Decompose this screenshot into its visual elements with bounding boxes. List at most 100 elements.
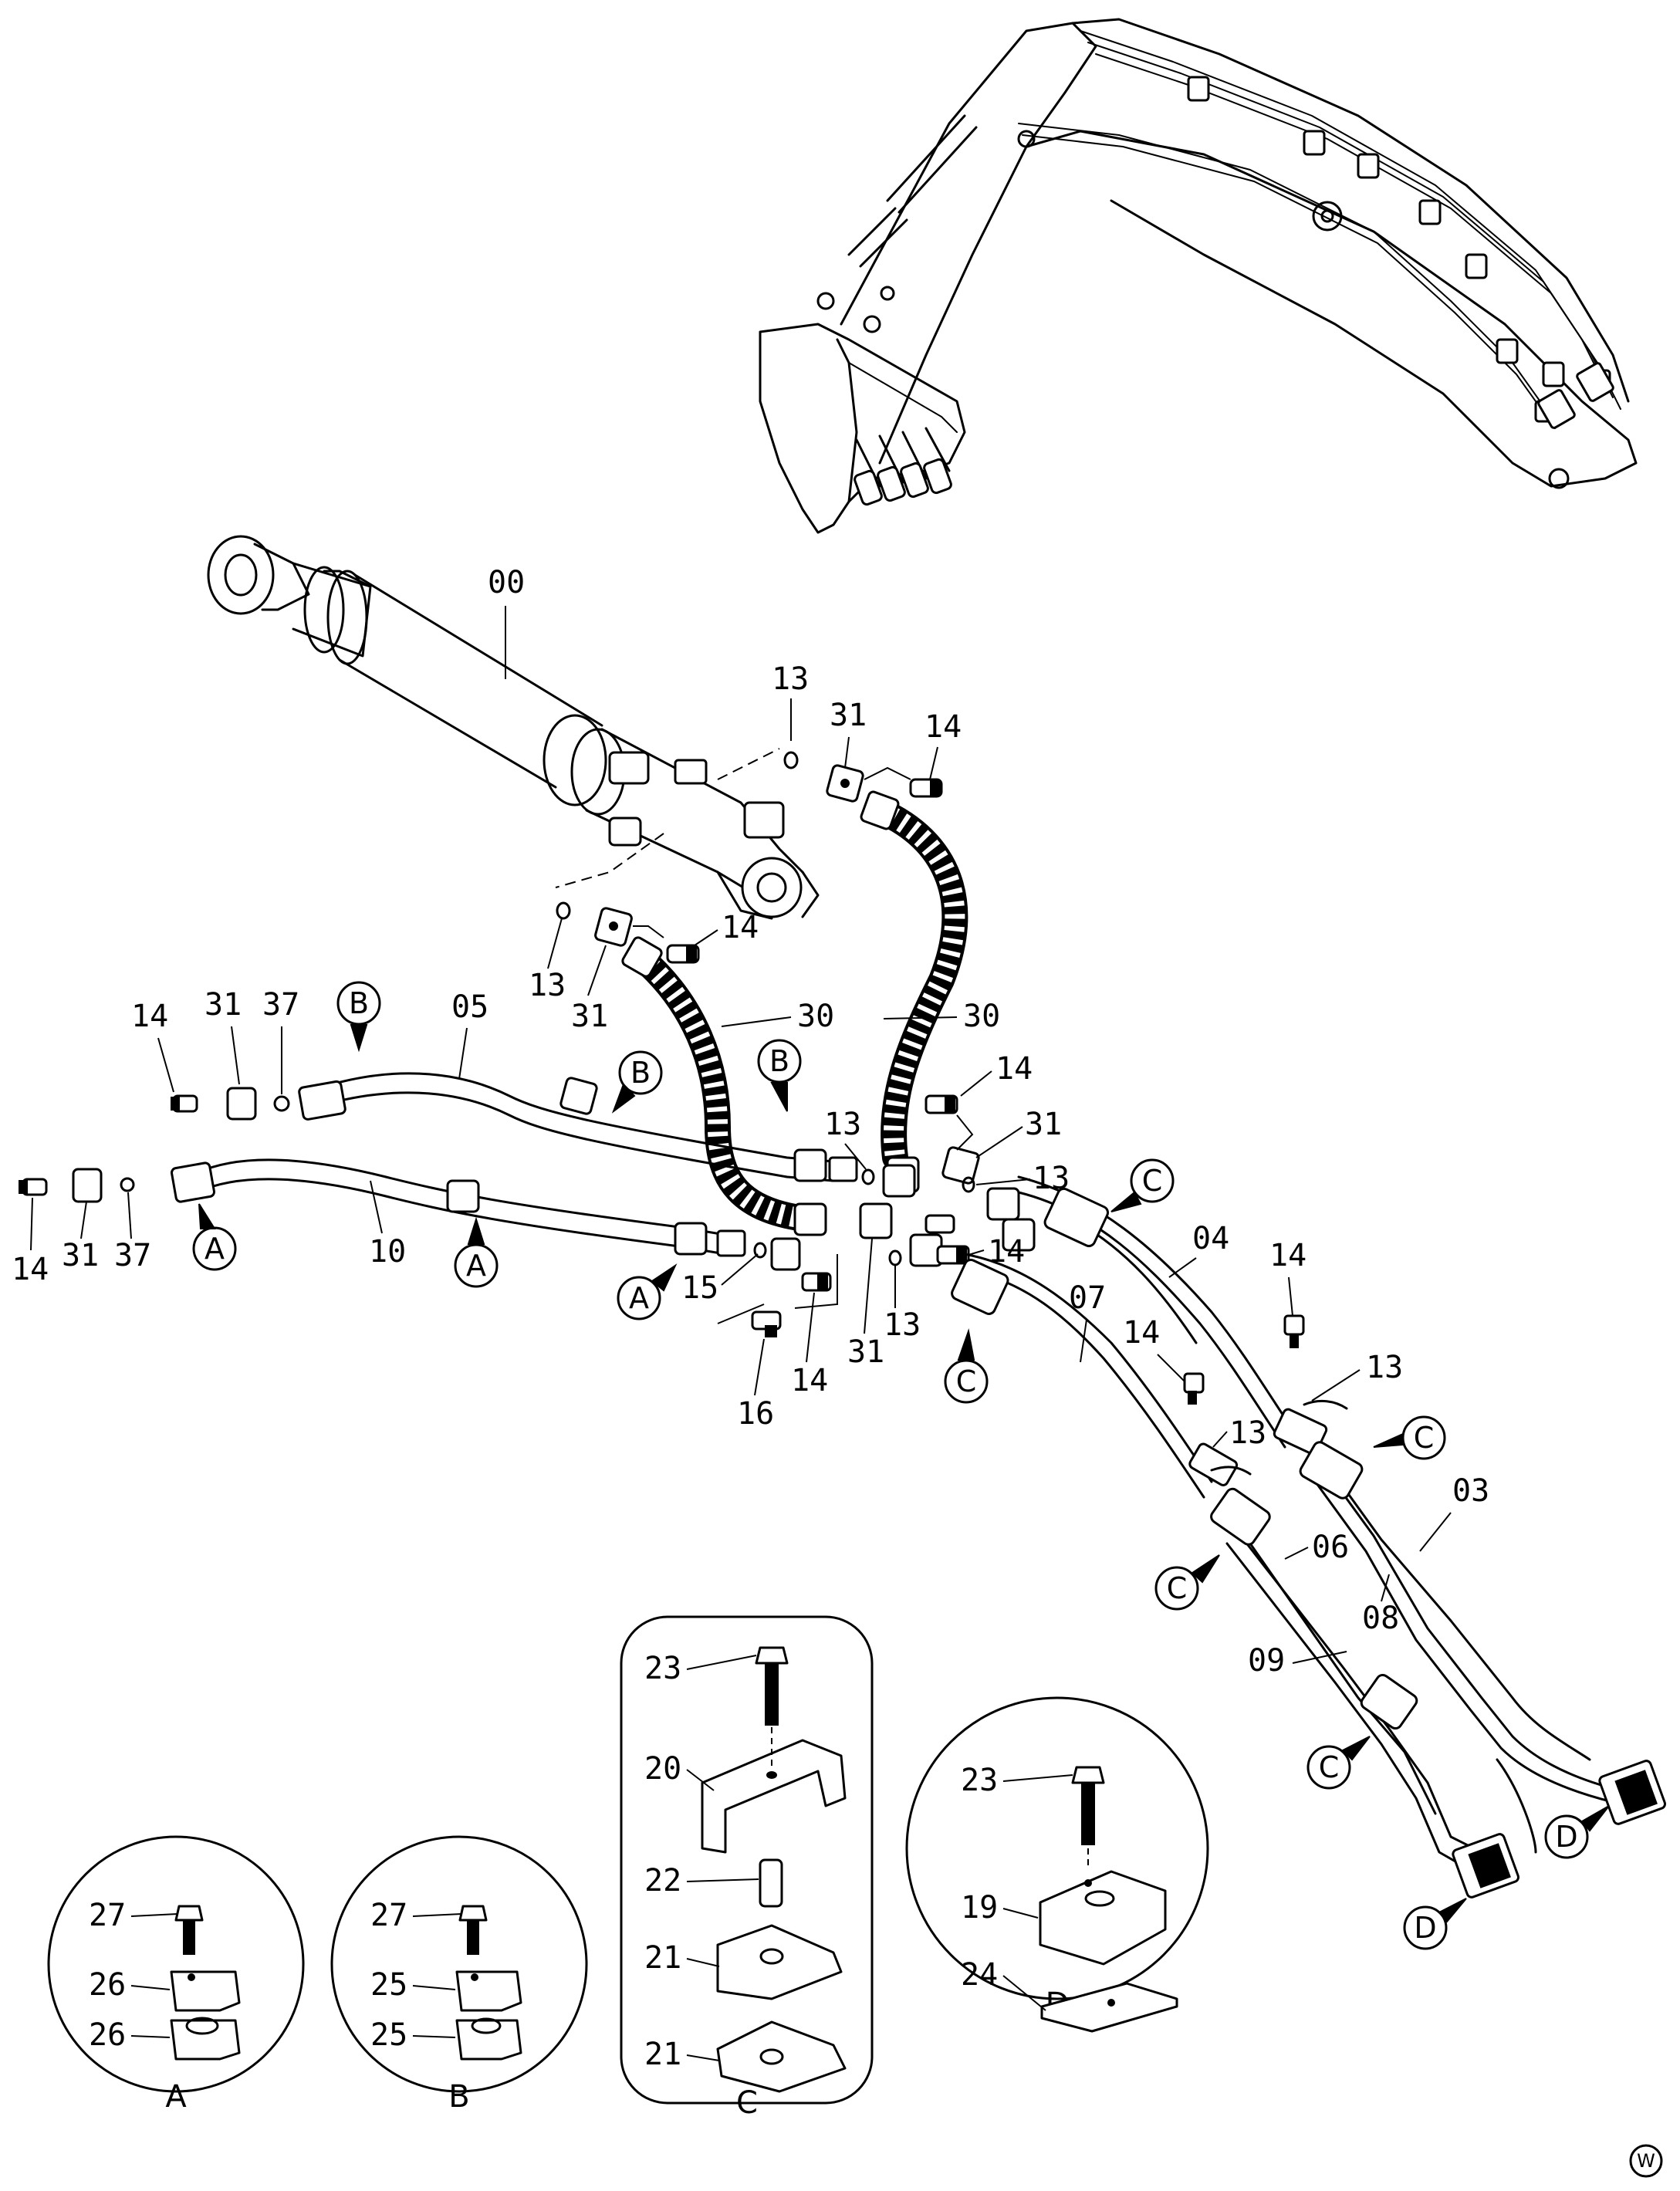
svg-text:31: 31 <box>205 987 242 1023</box>
detail-marker-a-1: A <box>192 1203 237 1271</box>
svg-text:31: 31 <box>830 698 867 733</box>
svg-text:27: 27 <box>89 1898 126 1933</box>
boom-arm-illustration <box>759 18 1638 534</box>
detail-marker-b-1: B <box>336 981 381 1053</box>
detail-marker-b-3: B <box>757 1039 802 1112</box>
svg-text:16: 16 <box>737 1396 774 1432</box>
detail-marker-c-3: C <box>1373 1415 1446 1460</box>
svg-text:24: 24 <box>961 1957 998 1993</box>
svg-text:14: 14 <box>995 1051 1033 1087</box>
pipe-bundle-lower <box>951 1253 1483 1869</box>
svg-text:37: 37 <box>262 987 299 1023</box>
svg-text:14: 14 <box>1269 1238 1306 1273</box>
detail-view-b: B 27 25 25 <box>330 1835 588 2115</box>
svg-text:14: 14 <box>131 999 168 1034</box>
svg-text:25: 25 <box>370 1967 407 2003</box>
corner-mark: W <box>1629 2144 1663 2178</box>
svg-text:00: 00 <box>488 565 525 600</box>
svg-text:C: C <box>1414 1421 1435 1455</box>
end-flange-d-right <box>1598 1760 1666 1825</box>
svg-text:20: 20 <box>644 1751 681 1787</box>
fitting-group-upper <box>783 751 943 803</box>
svg-text:23: 23 <box>961 1763 998 1798</box>
svg-text:03: 03 <box>1452 1473 1489 1509</box>
svg-text:A: A <box>466 1249 486 1283</box>
svg-text:W: W <box>1637 2150 1655 2172</box>
svg-text:27: 27 <box>370 1898 407 1933</box>
svg-text:B: B <box>448 2079 469 2115</box>
svg-text:13: 13 <box>1033 1161 1070 1196</box>
svg-text:A: A <box>205 1232 225 1266</box>
pipe-10 <box>19 1158 746 1257</box>
svg-text:C: C <box>956 1364 977 1398</box>
detail-marker-c-4: C <box>1154 1554 1220 1611</box>
svg-text:C: C <box>1142 1164 1163 1198</box>
svg-text:06: 06 <box>1312 1530 1349 1565</box>
pipe-05 <box>171 1072 858 1182</box>
svg-text:B: B <box>630 1056 651 1090</box>
detail-marker-c-1: C <box>1110 1158 1175 1212</box>
fitting-group-lower <box>556 901 700 964</box>
svg-text:31: 31 <box>847 1334 884 1370</box>
svg-text:13: 13 <box>772 661 809 697</box>
detail-marker-d-2: D <box>1403 1898 1467 1950</box>
svg-text:15: 15 <box>681 1270 718 1306</box>
svg-text:04: 04 <box>1192 1221 1229 1256</box>
detail-marker-c-2: C <box>944 1328 989 1404</box>
svg-text:37: 37 <box>114 1238 151 1273</box>
svg-text:13: 13 <box>884 1307 921 1343</box>
svg-text:14: 14 <box>722 910 759 945</box>
detail-view-d: D 23 19 24 <box>905 1696 1209 2033</box>
detail-marker-b-2: B <box>611 1050 663 1114</box>
detail-view-a: A 27 26 26 <box>47 1835 305 2115</box>
svg-text:C: C <box>736 2085 758 2121</box>
fitting-group-centre <box>717 1094 1036 1337</box>
end-flange-d-left <box>1452 1833 1519 1899</box>
svg-text:30: 30 <box>963 999 1000 1034</box>
detail-marker-a-3: A <box>617 1263 678 1320</box>
svg-text:14: 14 <box>12 1252 49 1287</box>
svg-text:31: 31 <box>571 999 608 1034</box>
svg-text:B: B <box>769 1044 789 1078</box>
hose-30-left <box>621 936 827 1236</box>
svg-text:13: 13 <box>1229 1415 1266 1451</box>
svg-text:30: 30 <box>797 999 834 1034</box>
svg-text:05: 05 <box>451 989 488 1025</box>
callout-labels: 00 13 31 14 14 13 31 30 30 14 31 37 <box>12 565 1489 1679</box>
detail-marker-c-5: C <box>1306 1736 1371 1790</box>
svg-text:D: D <box>1414 1911 1436 1945</box>
hose-30-right <box>860 790 968 1193</box>
svg-text:A: A <box>165 2079 187 2115</box>
svg-text:B: B <box>349 986 369 1020</box>
svg-text:14: 14 <box>988 1234 1025 1270</box>
svg-text:26: 26 <box>89 2017 126 2053</box>
svg-text:07: 07 <box>1069 1280 1106 1316</box>
detail-marker-d-1: D <box>1544 1805 1610 1859</box>
svg-text:09: 09 <box>1248 1643 1285 1679</box>
svg-text:26: 26 <box>89 1967 126 2003</box>
svg-text:19: 19 <box>961 1890 998 1926</box>
svg-text:C: C <box>1167 1571 1188 1605</box>
svg-text:21: 21 <box>644 2037 681 2072</box>
svg-text:21: 21 <box>644 1940 681 1976</box>
svg-text:13: 13 <box>824 1107 861 1142</box>
svg-text:22: 22 <box>644 1863 681 1899</box>
svg-text:A: A <box>629 1281 649 1315</box>
svg-text:25: 25 <box>370 2017 407 2053</box>
detail-view-c: C 23 20 22 21 21 <box>620 1615 874 2121</box>
svg-text:C: C <box>1319 1750 1340 1784</box>
svg-text:14: 14 <box>925 709 962 745</box>
svg-text:08: 08 <box>1362 1601 1399 1636</box>
bucket-cylinder <box>207 535 820 920</box>
svg-text:14: 14 <box>1123 1315 1160 1351</box>
svg-text:13: 13 <box>1366 1350 1403 1385</box>
svg-text:10: 10 <box>369 1234 406 1270</box>
detail-marker-a-2: A <box>454 1216 499 1288</box>
svg-text:23: 23 <box>644 1651 681 1686</box>
svg-text:31: 31 <box>1025 1107 1062 1142</box>
svg-text:13: 13 <box>529 968 566 1003</box>
svg-text:14: 14 <box>791 1363 828 1398</box>
svg-text:D: D <box>1555 1820 1577 1854</box>
svg-text:31: 31 <box>62 1238 99 1273</box>
